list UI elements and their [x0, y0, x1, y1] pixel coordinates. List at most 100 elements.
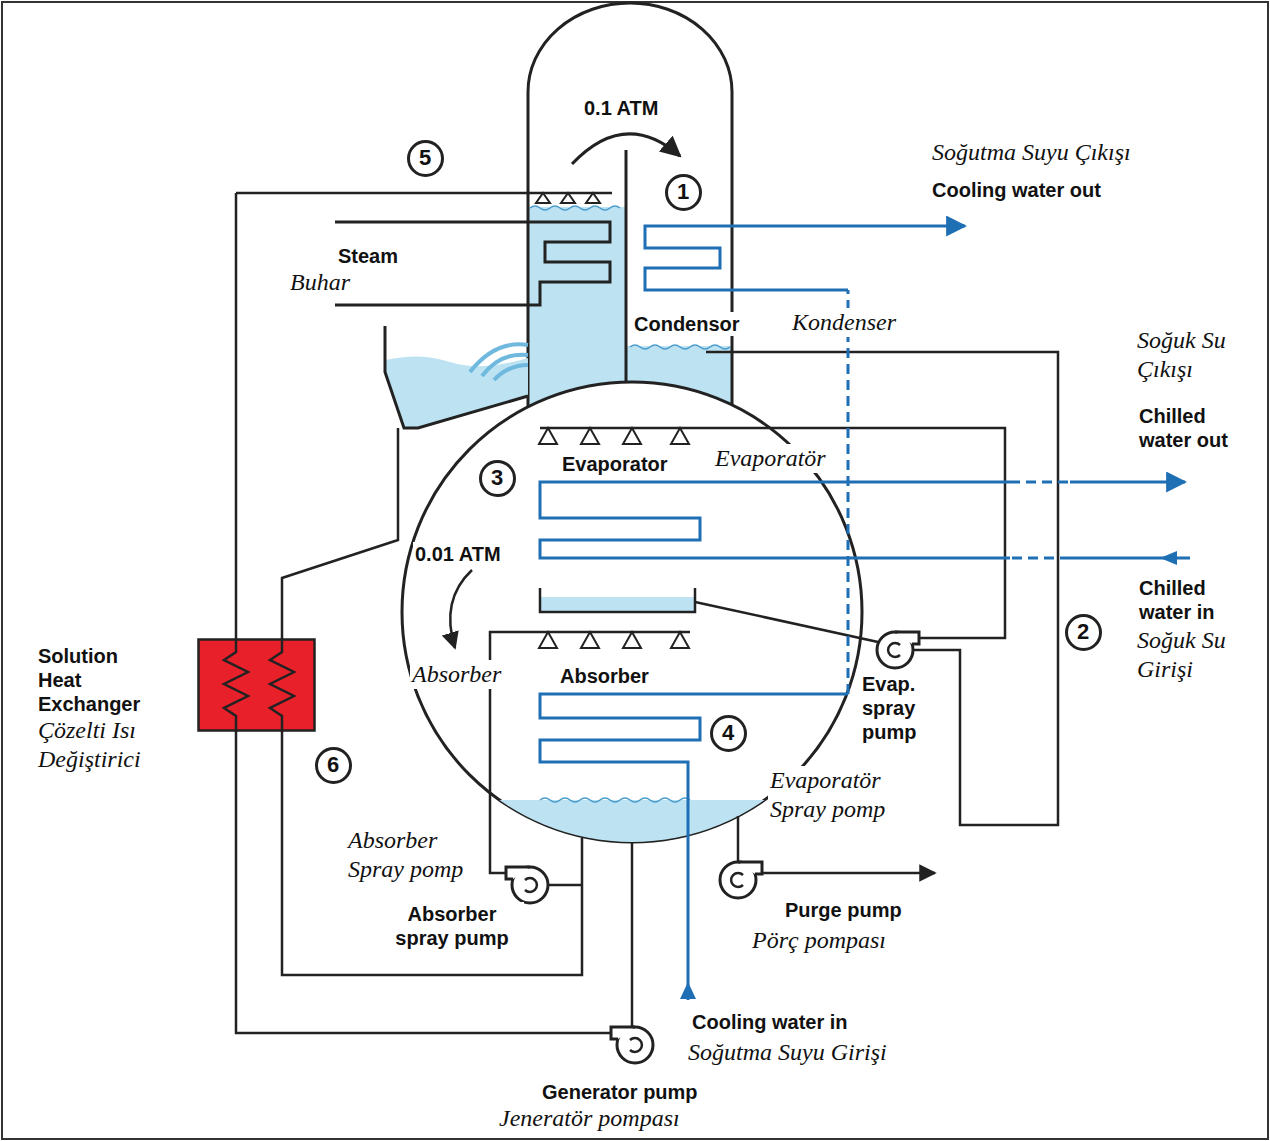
callout-number: 3: [491, 465, 503, 491]
generator-condenser-shell: [530, 206, 620, 210]
heat-exchanger-coil: [224, 638, 248, 732]
solution-pipes: [631, 842, 634, 1027]
part-label: Cooling water in: [690, 1010, 850, 1034]
generator-condenser-shell: [572, 134, 680, 164]
part-label: Evaporatör Spray pomp: [768, 766, 942, 824]
solution-pipes: [490, 632, 690, 873]
evaporator-tray: [540, 588, 695, 612]
solution-pipes: [695, 602, 878, 642]
pump-symbols: [611, 1027, 653, 1063]
part-label: Absorber: [558, 664, 651, 688]
chilled-water-circuit: [1010, 557, 1070, 560]
callout-text-holder: 1: [677, 179, 689, 205]
callout-ring: [480, 461, 514, 495]
solution-pipes: [450, 570, 472, 648]
pump-symbols: [877, 632, 919, 668]
callout-ring: [711, 716, 745, 750]
pump-symbols: [506, 632, 919, 1063]
part-label: Jeneratör pompası: [497, 1104, 682, 1133]
part-label: Chilled water in: [1137, 576, 1253, 624]
solution-pipes: [762, 872, 935, 875]
part-label: 0.1 ATM: [582, 96, 660, 120]
evaporator-tray: [540, 597, 695, 612]
heat-exchanger-box: Solution Heat ExchangerÇözelti Isı Değiş…: [38, 638, 316, 774]
cooling-water-circuit: [540, 226, 965, 1000]
part-label: Evaporator: [560, 452, 670, 476]
component-label: Çözelti Isı Değiştirici: [38, 716, 190, 774]
component-label: Solution Heat Exchanger: [38, 644, 150, 716]
spray-nozzles: [539, 632, 557, 648]
pump-symbols: [720, 862, 762, 898]
cooling-water-circuit: [680, 982, 696, 999]
part-label: Condensor: [632, 312, 742, 336]
part-label: Kondenser: [790, 308, 898, 337]
callout-number: 4: [722, 720, 734, 746]
part-label: Steam: [336, 244, 400, 268]
solution-pipes: [282, 428, 582, 975]
spray-nozzles: [536, 193, 550, 203]
part-label: Absorber spray pump: [380, 902, 524, 950]
overflow-trough: [385, 326, 528, 428]
part-label: Chilled water out: [1137, 404, 1253, 452]
callout-circle: 1: [665, 174, 702, 211]
callout-circle: 4: [710, 715, 747, 752]
solution-pipes: [335, 222, 610, 305]
spray-nozzles: [671, 632, 689, 648]
spray-nozzles: [539, 428, 557, 444]
callout-text-holder: 4: [722, 720, 734, 746]
part-label: Soğutma Suyu Çıkışı: [930, 138, 1133, 167]
heat-exchanger-caption: Solution Heat ExchangerÇözelti Isı Değiş…: [38, 644, 190, 774]
generator-condenser-shell: [528, 3, 732, 408]
callout-text-holder: 2: [1077, 619, 1089, 645]
solution-pipes: [737, 816, 740, 862]
spray-nozzles: [581, 632, 599, 648]
chilled-water-circuit: [1160, 551, 1177, 565]
part-label: Buhar: [288, 268, 352, 297]
solution-pipes: [540, 428, 1005, 638]
generator-condenser-shell: [630, 345, 730, 349]
callout-circle: 6: [315, 747, 352, 784]
cooling-water-circuit: [847, 290, 850, 694]
part-label: Purge pump: [783, 898, 904, 922]
part-label: Soğuk Su Çıkışı: [1135, 326, 1265, 384]
cooling-water-circuit: [645, 226, 965, 290]
part-label: Absorber: [410, 660, 503, 689]
callout-number: 1: [677, 179, 689, 205]
callout-ring: [408, 141, 442, 175]
part-label: Soğutma Suyu Girişi: [686, 1038, 889, 1067]
part-label: Evap. spray pump: [860, 672, 944, 744]
absorber-sump: [540, 798, 690, 802]
solution-pipes: [236, 193, 1058, 1033]
part-label: Pörç pompası: [750, 926, 888, 955]
spray-nozzles: [561, 193, 575, 203]
overflow-trough: [470, 344, 528, 380]
generator-condenser-shell: [625, 150, 628, 406]
solution-pipes: [236, 193, 611, 1033]
evaporator-tray: [540, 588, 695, 612]
chilled-water-circuit: [540, 482, 1190, 565]
callout-ring: [1066, 615, 1100, 649]
spray-nozzles: [623, 632, 641, 648]
spray-nozzles: [581, 428, 599, 444]
callout-ring: [316, 748, 350, 782]
callout-text-holder: 3: [491, 465, 503, 491]
solution-pipes: [548, 884, 582, 887]
spray-nozzles: [586, 193, 600, 203]
heat-exchanger-body: [199, 640, 315, 731]
chilled-water-circuit: [540, 482, 1010, 558]
callout-number: 5: [419, 145, 431, 171]
part-label: Generator pump: [540, 1080, 700, 1104]
callout-number: 2: [1077, 619, 1089, 645]
spray-nozzles: [623, 428, 641, 444]
pump-symbols: [506, 867, 548, 903]
callout-circle: 5: [407, 140, 444, 177]
part-label: Soğuk Su Girişi: [1135, 626, 1265, 684]
callout-number: 6: [327, 752, 339, 778]
chilled-water-circuit: [1070, 481, 1185, 484]
callout-ring: [666, 175, 700, 209]
generator-condenser-shell: [528, 3, 732, 408]
solution-pipes: [706, 352, 1058, 825]
